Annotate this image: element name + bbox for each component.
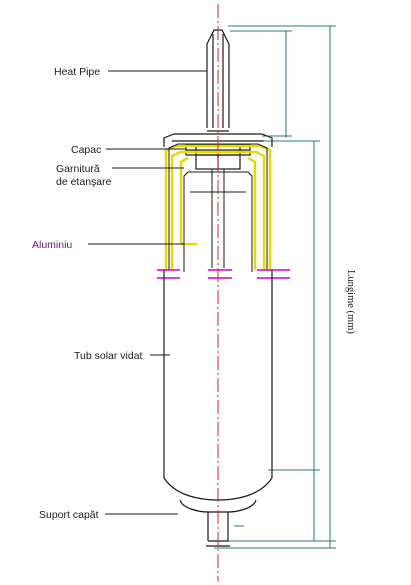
heat-pipe-label: Heat Pipe	[54, 66, 100, 78]
tube-label: Tub solar vidat	[74, 350, 143, 362]
magenta-markers	[157, 269, 290, 279]
length-label: Lungime (mm)	[345, 270, 356, 334]
end-support-label: Suport capăt	[39, 509, 99, 521]
gasket-label-line1: Garnitură	[56, 163, 100, 175]
gasket-label-line2: de etanşare	[56, 176, 112, 188]
dimension-lines	[214, 25, 336, 549]
aluminum-label: Aluminiu	[32, 239, 72, 251]
leader-lines	[88, 70, 207, 515]
cap-label: Capac	[71, 144, 101, 156]
